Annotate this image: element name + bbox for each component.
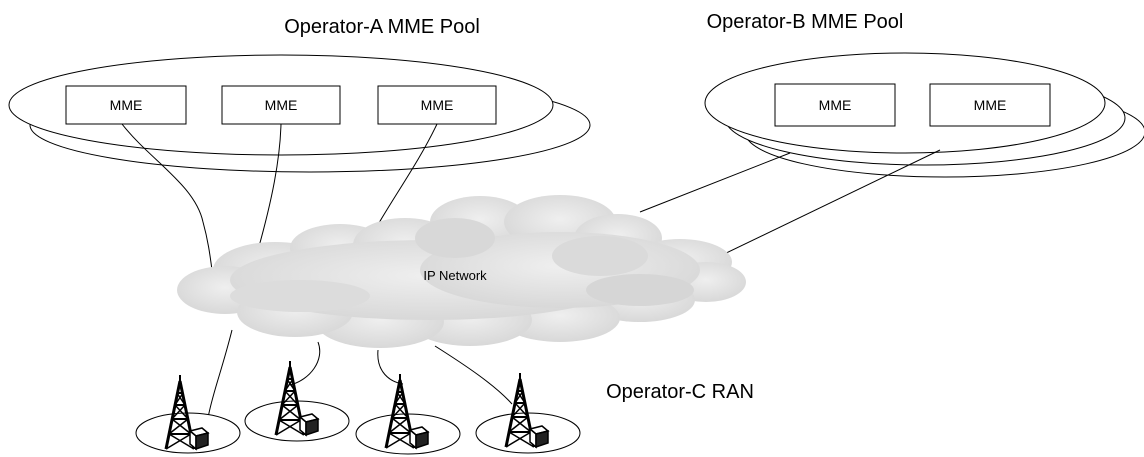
ran-site[interactable] [475, 371, 581, 454]
mme-box[interactable] [221, 85, 341, 125]
operator-a-mme-pool: Operator-A MME Pool MME MME MME [8, 16, 591, 173]
mme-links [121, 123, 941, 271]
mme-box[interactable] [377, 85, 497, 125]
ran-links [207, 329, 513, 419]
link-line [639, 152, 791, 213]
mme-box[interactable] [65, 85, 187, 125]
link-line [719, 149, 941, 257]
link-line [289, 341, 321, 386]
mme-label: MME [110, 97, 143, 113]
pool-b-title: Operator-B MME Pool [707, 11, 904, 33]
mme-label: MME [421, 97, 454, 113]
mme-box[interactable] [774, 83, 896, 127]
mme-box[interactable] [929, 83, 1051, 127]
operator-c-ran: Operator-C RAN [135, 359, 754, 455]
ip-network-label: IP Network [423, 268, 487, 283]
ran-site[interactable] [135, 373, 241, 454]
pool-a-title: Operator-A MME Pool [284, 16, 480, 38]
ip-network-cloud [177, 195, 746, 348]
link-line [434, 345, 513, 405]
link-line [375, 123, 438, 229]
link-line [257, 123, 282, 251]
pool-b-ellipse [704, 52, 1106, 154]
ran-site[interactable] [355, 372, 461, 455]
link-line [121, 123, 213, 271]
operator-b-mme-pool: Operator-B MME Pool MME MME [704, 11, 1144, 178]
mme-label: MME [265, 97, 298, 113]
ran-site[interactable] [244, 359, 350, 442]
link-line [207, 329, 233, 419]
ran-title: Operator-C RAN [606, 381, 754, 403]
mme-label: MME [819, 97, 852, 113]
mme-label: MME [974, 97, 1007, 113]
